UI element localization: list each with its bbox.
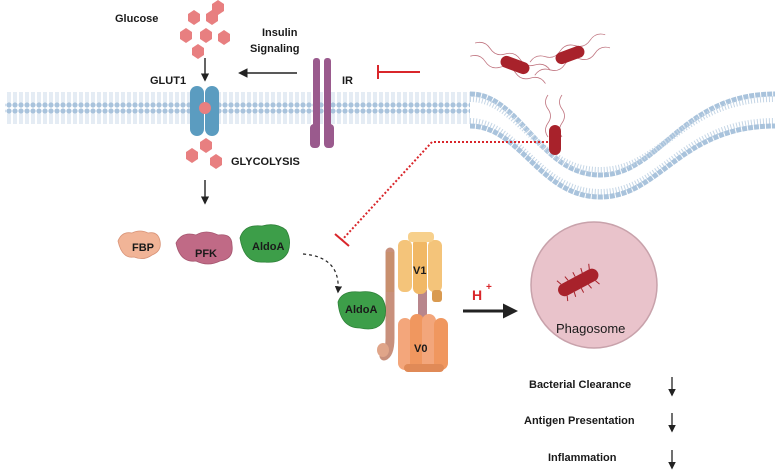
bacterial-inhibition-line bbox=[334, 141, 548, 247]
phagosome-label: Phagosome bbox=[556, 321, 625, 336]
phagosome-bacterium bbox=[556, 263, 600, 302]
outcome-item: Antigen Presentation bbox=[524, 413, 676, 433]
aldoa-binding-arrow bbox=[302, 253, 343, 294]
outcome-label: Inflammation bbox=[548, 452, 617, 464]
insulin-signaling-label-line1: Insulin bbox=[262, 27, 298, 39]
v0-domain: V0 bbox=[398, 314, 448, 372]
v-atpase: V1 V0 bbox=[377, 232, 448, 372]
phagosome: Phagosome bbox=[530, 221, 658, 349]
proton-transport: H + bbox=[463, 282, 518, 319]
outcome-label: Antigen Presentation bbox=[524, 415, 635, 427]
glut1-transporter bbox=[190, 86, 219, 136]
aldoa-label-bound: AldoA bbox=[345, 304, 377, 316]
pfk-label: PFK bbox=[195, 248, 217, 260]
outcome-label: Bacterial Clearance bbox=[529, 379, 631, 391]
aldoa-enzyme-free: AldoA bbox=[239, 224, 290, 263]
v1-label: V1 bbox=[413, 265, 426, 277]
fbp-enzyme: FBP bbox=[117, 230, 161, 259]
ir-inhibition-mark bbox=[377, 65, 420, 79]
insulin-signaling-label-line2: Signaling bbox=[250, 43, 300, 55]
insulin-receptor bbox=[310, 58, 334, 148]
proton-charge: + bbox=[486, 282, 492, 293]
glut1-label: GLUT1 bbox=[150, 75, 186, 87]
v0-label: V0 bbox=[414, 343, 427, 355]
outcome-item: Inflammation bbox=[548, 450, 676, 470]
pfk-enzyme: PFK bbox=[175, 231, 233, 265]
outcome-item: Bacterial Clearance bbox=[529, 377, 676, 397]
proton-label: H bbox=[472, 287, 482, 303]
glucose-intracellular bbox=[186, 138, 222, 169]
fbp-label: FBP bbox=[132, 242, 154, 254]
bacteria-extracellular bbox=[470, 33, 611, 155]
ir-label: IR bbox=[342, 75, 353, 87]
aldoa-label-free: AldoA bbox=[252, 241, 284, 253]
glucose-label: Glucose bbox=[115, 13, 158, 25]
v1-domain: V1 bbox=[398, 232, 442, 302]
glycolysis-label: GLYCOLYSIS bbox=[231, 156, 300, 168]
aldoa-enzyme-bound: AldoA bbox=[337, 291, 386, 330]
outcomes-list: Bacterial Clearance Antigen Presentation… bbox=[524, 377, 676, 470]
glucose-molecules bbox=[180, 0, 230, 59]
cell-membrane bbox=[5, 91, 776, 200]
